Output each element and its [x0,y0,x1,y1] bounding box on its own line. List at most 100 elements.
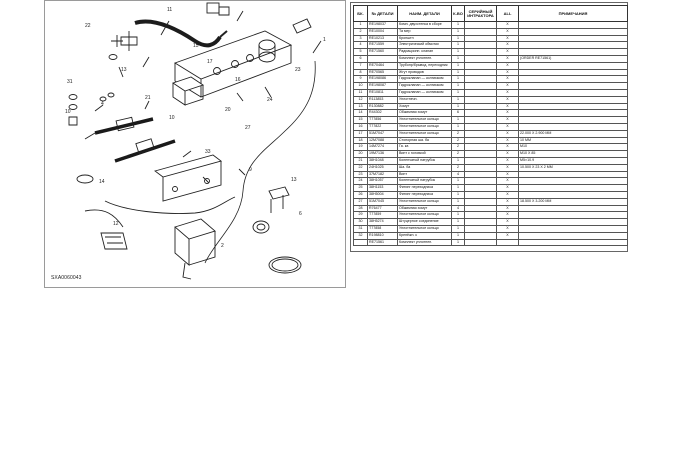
cell-part: RE70464 [367,61,398,70]
cell-qty: 1 [451,88,465,97]
cell-serial [464,238,497,247]
cell-name: Уплотнительное кольцо [397,116,452,124]
cell-all: X [496,109,519,118]
cell-all: X [496,68,519,77]
cell-qty: 1 [451,95,465,104]
cell-qty: 1 [451,34,465,43]
cell-all: X [496,122,519,131]
cell-note [518,238,628,247]
cell-note [518,102,628,111]
cell-num: 2 [353,27,368,36]
cell-serial [464,82,497,90]
callout-9: 9 [249,167,252,173]
cell-part: RE71559 [367,41,398,50]
cell-qty: 1 [451,156,465,165]
cell-note [518,231,628,240]
cell-name: Обжимная хомут [397,109,452,118]
cell-name: Уплотнительное кольцо [397,197,452,206]
callout-22: 22 [85,23,91,29]
cell-part: RE10004 [367,27,398,36]
cell-name: Винт с головкой [397,150,452,158]
cell-part: 38H5274 [367,218,398,226]
cell-name: Уплотнительное кольцо [397,122,452,131]
cell-num: 14 [353,109,368,118]
callout-21: 21 [145,95,151,101]
cell-part: 38H5004 [367,190,398,199]
cell-part: RE198037 [367,21,398,29]
cell-note: 22.000 X 2.900 MM [518,129,628,138]
header-name: НАИМ. ДЕТАЛИ [397,5,452,22]
cell-qty: 1 [451,54,465,63]
cell-num: 31 [353,224,368,233]
cell-num: 27 [353,197,368,206]
cell-num [353,238,368,247]
cell-num: 15 [353,116,368,124]
callout-12: 12 [113,221,119,227]
cell-part: 37M7182 [367,170,398,179]
cell-part: 24H1025 [367,163,398,172]
cell-all: X [496,136,519,145]
header-note: ПРИМЕЧАНИЯ [518,5,628,22]
callout-17: 17 [207,59,213,65]
cell-part: R44302 [367,109,398,118]
cell-part: 38H1048 [367,156,398,165]
cell-qty: 1 [451,184,465,192]
cell-serial [464,68,497,77]
cell-qty: 2 [451,136,465,145]
callout-33: 33 [205,149,211,155]
cell-all: X [496,156,519,165]
cell-num: 19 [353,143,368,152]
cell-qty: 1 [451,61,465,70]
cell-qty: 1 [451,238,465,247]
cell-note [518,88,628,97]
cell-all: X [496,54,519,63]
cell-all: X [496,88,519,97]
cell-serial [464,88,497,97]
cell-serial [464,143,497,152]
cell-part: R198810 [367,231,398,240]
cell-note [518,68,628,77]
cell-num: 18 [353,136,368,145]
cell-name: Штуцерное соединение [397,218,452,226]
cell-note [518,34,628,43]
cell-name: Коленчатый патрубок [397,177,452,186]
callout-6: 6 [299,211,302,217]
cell-all: X [496,224,519,233]
cell-note: 10.500 X 23 X 2 MM [518,163,628,172]
cell-num: 7 [353,61,368,70]
parts-drawing: 11 22 1 13 15 17 16 23 31 10 21 4 10 20 … [65,2,326,280]
cell-serial [464,224,497,233]
cell-all: X [496,129,519,138]
cell-serial [464,61,497,70]
cell-name: Уплотнительное кольцо [397,129,452,138]
cell-all: X [496,95,519,104]
cell-num: 23 [353,170,368,179]
cell-part: RE71561 [367,238,398,247]
callout-20: 20 [225,107,231,113]
cell-all: X [496,61,519,70]
cell-note [518,184,628,192]
cell-part: 38H1153 [367,184,398,192]
cell-note [518,224,628,233]
cell-qty: 1 [451,211,465,220]
cell-name: Уплотнительное кольцо [397,224,452,233]
cell-serial [464,54,497,63]
cell-part: R76477 [367,204,398,213]
cell-name: Электрический обмотки [397,41,452,50]
cell-note: (ORDER RE71561) [518,54,628,63]
cell-all: X [496,170,519,179]
cell-note [518,75,628,84]
parts-table: БК. № ДЕТАЛИ НАИМ. ДЕТАЛИ К-ВО СЕРИЙНЫЙ … [353,5,628,247]
